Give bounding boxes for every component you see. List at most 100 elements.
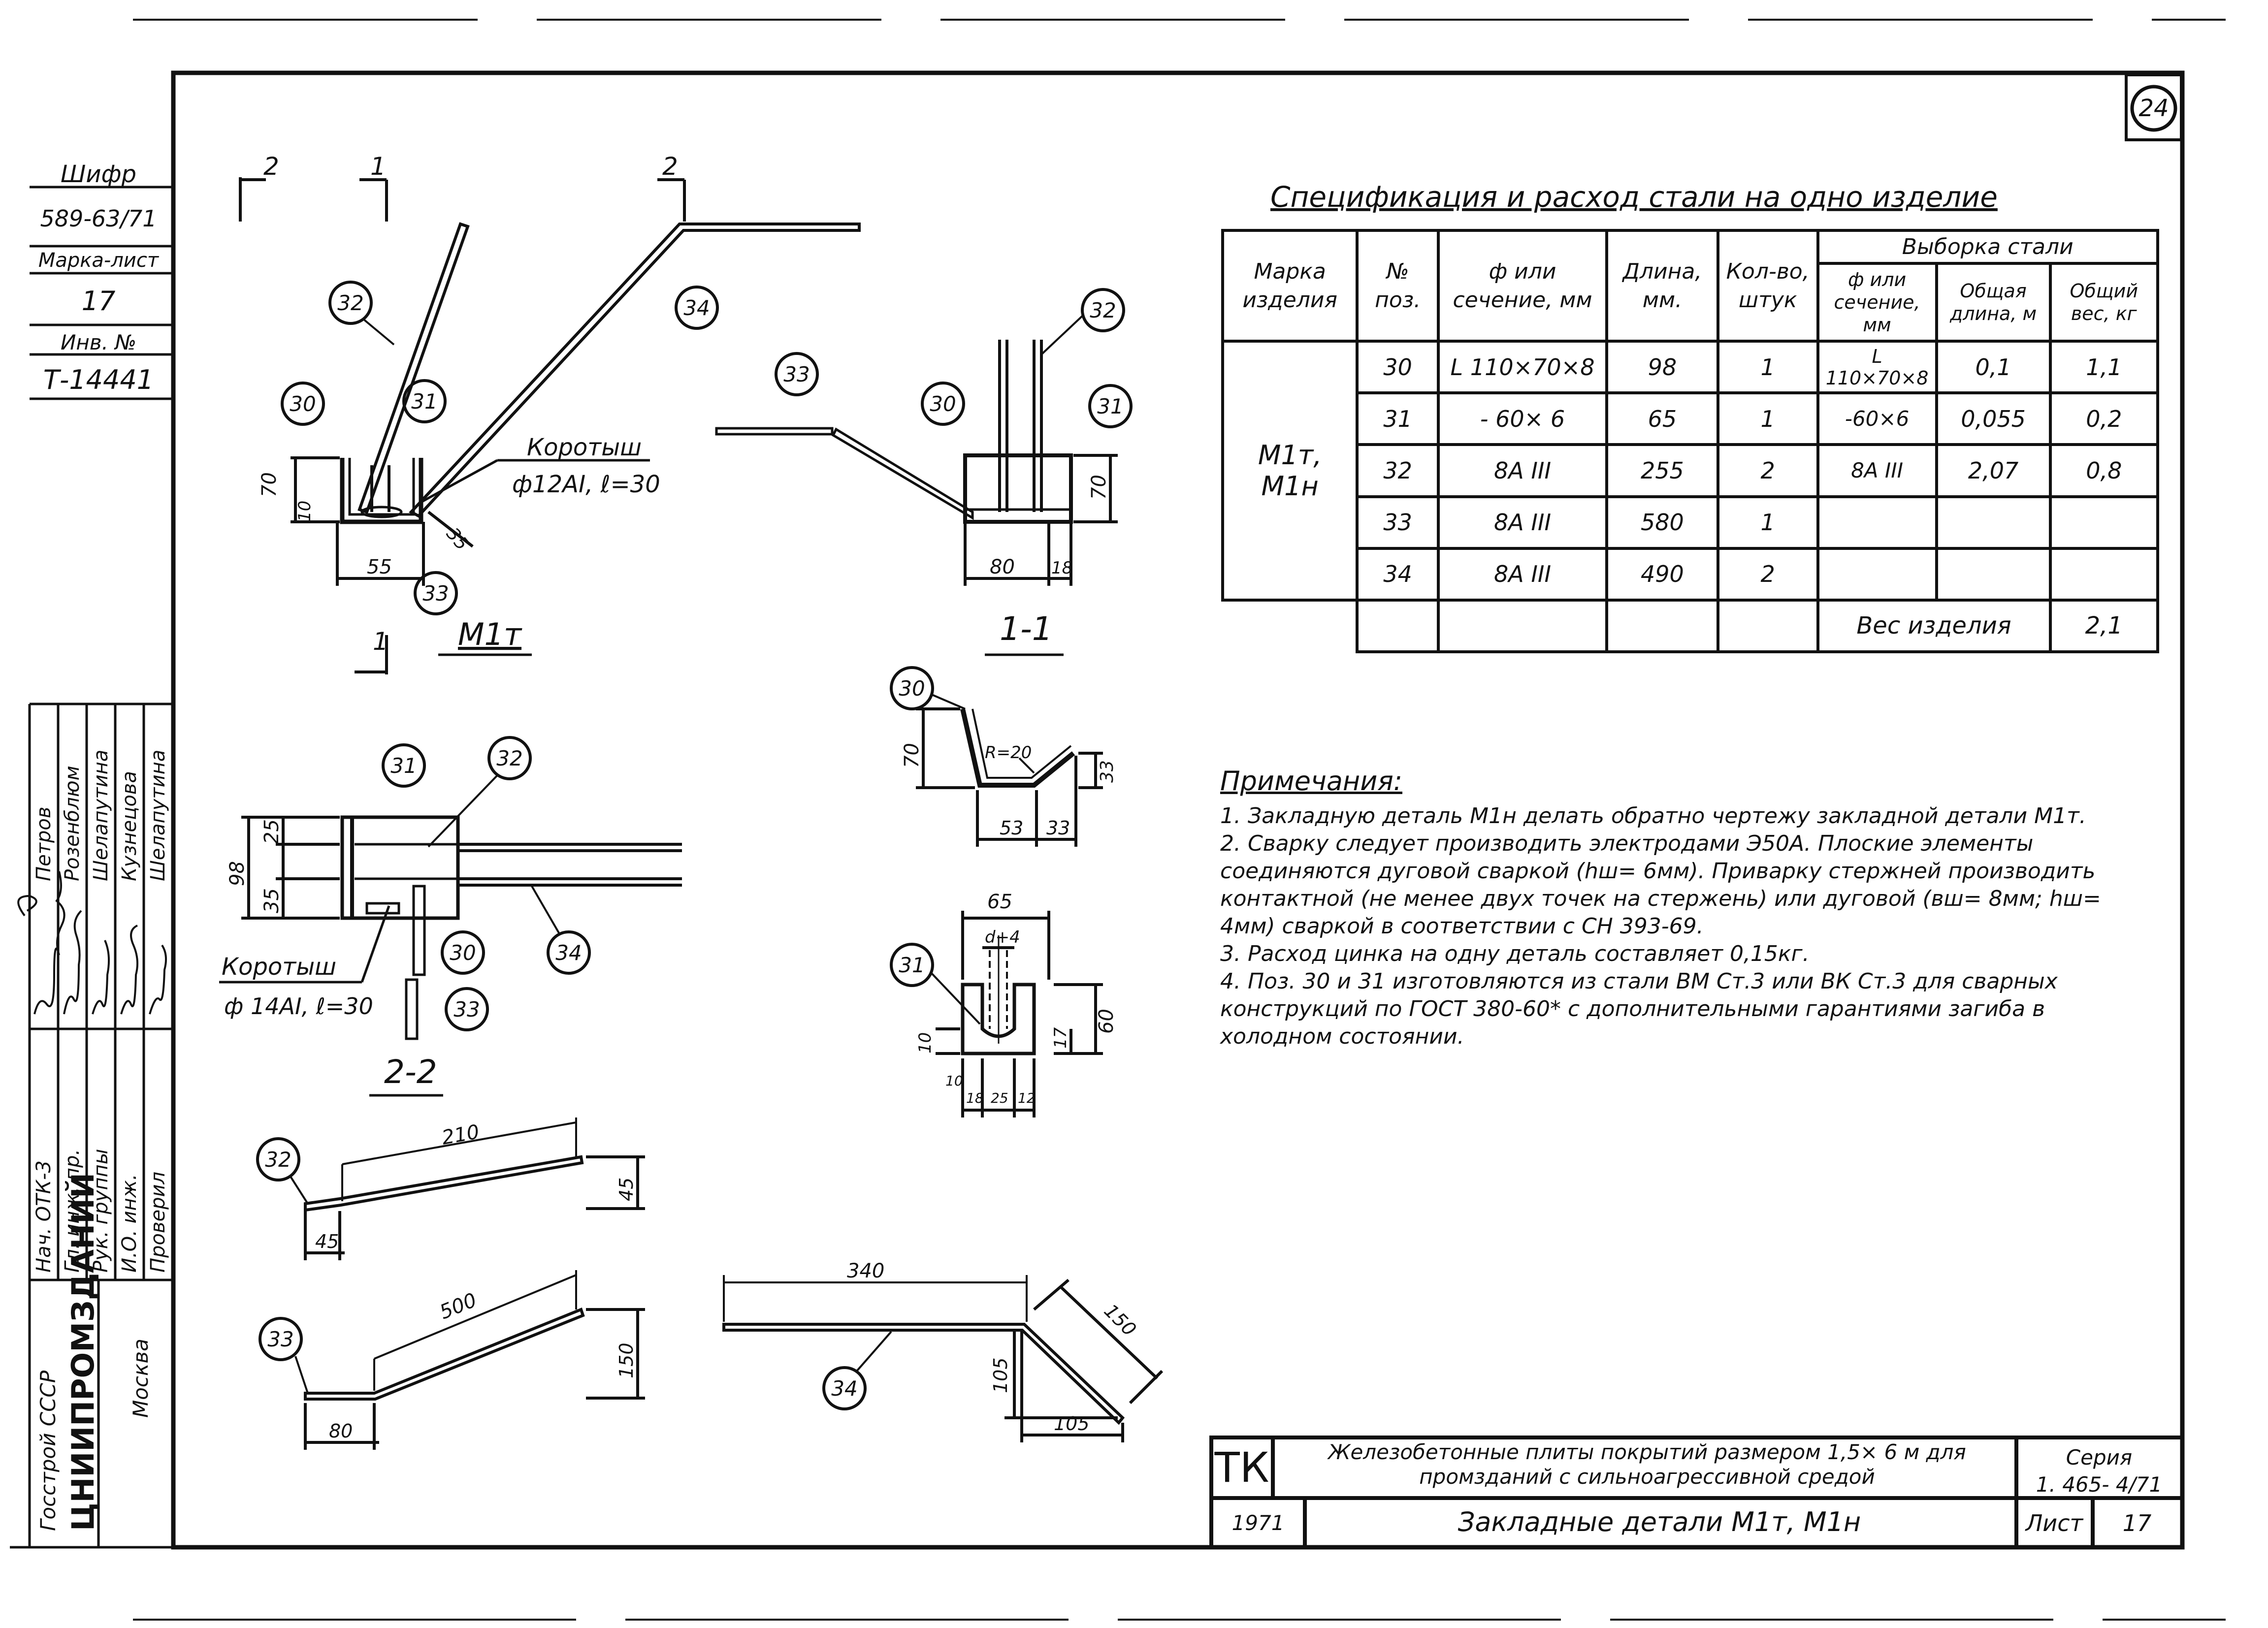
stamp-code-value: 589-63/71 — [40, 205, 157, 232]
dim-p33-150: 150 — [616, 1342, 637, 1378]
dim-22-98: 98 — [226, 861, 249, 886]
spec-cell-s-weight — [2048, 495, 2160, 550]
korotysh-label-1: Коротыш — [527, 434, 642, 461]
stamp-role-1: Нач. ОТК-3 — [32, 1160, 55, 1273]
sheet-frame — [10, 19, 2226, 1621]
spec-row: 33 8А III 580 1 — [1223, 495, 2160, 550]
pos-34-detail: 34 — [831, 1376, 857, 1401]
section-mark-2a: 2 — [263, 152, 279, 181]
spec-row: 34 8А III 490 2 — [1223, 546, 2160, 602]
pos-31-detail: 31 — [899, 953, 925, 977]
notes: Примечания: 1. Закладную деталь М1н дела… — [1220, 766, 2156, 1051]
view-title-m1t: М1т — [458, 616, 522, 652]
detail-pos-34: 34 340 150 105 105 — [722, 1260, 1164, 1442]
spec-header-mark: Марка изделия — [1221, 228, 1359, 343]
spec-header-length: Длина, мм. — [1605, 228, 1719, 343]
detail-pos-31: 31 65 d+4 60 17 10 10 18 25 12 — [890, 891, 1118, 1117]
stamp-inv-label: Инв. № — [61, 330, 136, 354]
note-item: 3. Расход цинка на одну деталь составляе… — [1220, 941, 1810, 966]
note-item: 1. Закладную деталь М1н делать обратно ч… — [1220, 803, 2086, 829]
stamp-name-2: Розенблюм — [61, 766, 84, 881]
view-m1t: 2 1 2 1 70 10 55 35 М1т Коротыш ф12АI, ℓ… — [239, 152, 861, 674]
spec-header-total-length: Общая длина, м — [1935, 262, 2052, 343]
dim-m1t-70: 70 — [258, 472, 281, 497]
dim-p31-d4: d+4 — [985, 927, 1020, 947]
spec-cell-s-weight — [2048, 546, 2160, 602]
pos-31-22: 31 — [390, 754, 417, 778]
spec-cell-section: 8А III — [1437, 546, 1608, 602]
stamp-org-3: Москва — [129, 1339, 153, 1418]
detail-pos-33: 33 500 150 80 — [259, 1270, 645, 1450]
dim-p32-45v: 45 — [616, 1178, 637, 1201]
dim-p31-b10: 10 — [945, 1073, 963, 1089]
spec-row: 32 8А III 255 2 8А III 2,07 0,8 — [1223, 443, 2160, 498]
spec-cell-qty: 2 — [1716, 443, 1819, 498]
dim-p31-65: 65 — [987, 891, 1012, 913]
stamp-role-4: И.О. инж. — [118, 1174, 141, 1273]
spec-header-pos: № поз. — [1356, 228, 1440, 343]
spec-cell-length: 255 — [1605, 443, 1719, 498]
signatures — [17, 871, 167, 1015]
stamp-org-2: ЦНИИПРОМЗДАНИЙ — [65, 1173, 101, 1531]
stamp-mark-label: Марка-лист — [38, 249, 160, 272]
dim-p34-105v: 105 — [990, 1357, 1011, 1393]
dim-p32-210: 210 — [440, 1120, 481, 1149]
view-title-2-2: 2-2 — [384, 1053, 437, 1091]
dim-22-25: 25 — [260, 819, 283, 844]
dim-p34-105: 105 — [1054, 1413, 1090, 1435]
spec-cell-pos: 33 — [1356, 495, 1440, 550]
spec-cell-pos: 32 — [1356, 443, 1440, 498]
dim-p30-33v: 33 — [1097, 760, 1117, 783]
spec-row: 31 - 60× 6 65 1 -60×6 0,055 0,2 — [1223, 391, 2160, 447]
spec-title: Спецификация и расход стали на одно изде… — [1270, 180, 1998, 214]
spec-cell-s-section: -60×6 — [1816, 391, 1938, 447]
spec-header-total-weight: Общий вес, кг — [2048, 262, 2160, 343]
spec-cell-length: 490 — [1605, 546, 1719, 602]
stamp-name-4: Кузнецова — [118, 771, 141, 881]
detail-pos-32: 32 210 45 45 — [256, 1117, 645, 1260]
spec-cell-qty: 1 — [1716, 340, 1819, 395]
dim-p32-45: 45 — [315, 1231, 339, 1252]
spec-weight-value: 2,1 — [2048, 598, 2160, 654]
title-series-label: Серия — [2066, 1445, 2132, 1469]
spec-row: М1т, М1н 30 L 110×70×8 98 1 L 110×70×8 0… — [1221, 340, 2160, 602]
spec-cell-pos: 34 — [1356, 546, 1440, 602]
dim-p31-b25: 25 — [991, 1090, 1008, 1106]
dim-11-70: 70 — [1088, 475, 1110, 500]
note-item: 2. Сварку следует производить электродам… — [1220, 831, 2101, 939]
spec-cell-s-length — [1935, 495, 2052, 550]
dim-m1t-55: 55 — [367, 556, 392, 578]
title-year: 1971 — [1232, 1511, 1285, 1535]
pos-30-11: 30 — [930, 392, 956, 416]
view-1-1: 33 30 32 31 70 80 18 1-1 — [715, 288, 1133, 656]
dim-p33-80: 80 — [329, 1420, 353, 1442]
spec-cell-s-length: 0,1 — [1935, 340, 2052, 395]
note-item: 4. Поз. 30 и 31 изготовляются из стали В… — [1220, 969, 2058, 1049]
dim-p31-b12: 12 — [1018, 1090, 1036, 1106]
stamp-inv-value: Т-14441 — [43, 364, 154, 395]
dim-p30-r20: R=20 — [985, 743, 1032, 763]
sheet-number: 24 — [2138, 95, 2169, 122]
dim-22-35: 35 — [260, 888, 283, 913]
spec-cell-section: L 110×70×8 — [1437, 340, 1608, 395]
pos-32-m1t: 32 — [337, 291, 363, 315]
spec-cell-s-length: 2,07 — [1935, 443, 2052, 498]
pos-30-detail: 30 — [899, 676, 925, 701]
pos-32-detail: 32 — [265, 1148, 291, 1172]
stamp-mark-value: 17 — [82, 286, 116, 317]
section-mark-1a: 1 — [370, 152, 386, 181]
section-mark-1b: 1 — [373, 627, 389, 656]
pos-32-11: 32 — [1090, 298, 1116, 322]
korotysh-spec-2: ф 14АI, ℓ=30 — [224, 993, 373, 1020]
spec-cell-s-section: L 110×70×8 — [1816, 340, 1938, 395]
stamp-org-1: Госстрой СССР — [36, 1370, 60, 1531]
stamp-name-1: Петров — [32, 807, 55, 881]
stamp-code-label: Шифр — [61, 160, 136, 188]
spec-header-section: ф или сечение, мм — [1437, 228, 1608, 343]
spec-cell-s-weight: 0,8 — [2048, 443, 2160, 498]
detail-pos-30: 30 70 R=20 33 53 33 — [890, 666, 1117, 847]
dim-p31-17: 17 — [1051, 1027, 1070, 1049]
pos-30-m1t: 30 — [290, 392, 316, 416]
pos-34-22: 34 — [555, 941, 582, 965]
spec-cell-pos: 31 — [1356, 391, 1440, 447]
